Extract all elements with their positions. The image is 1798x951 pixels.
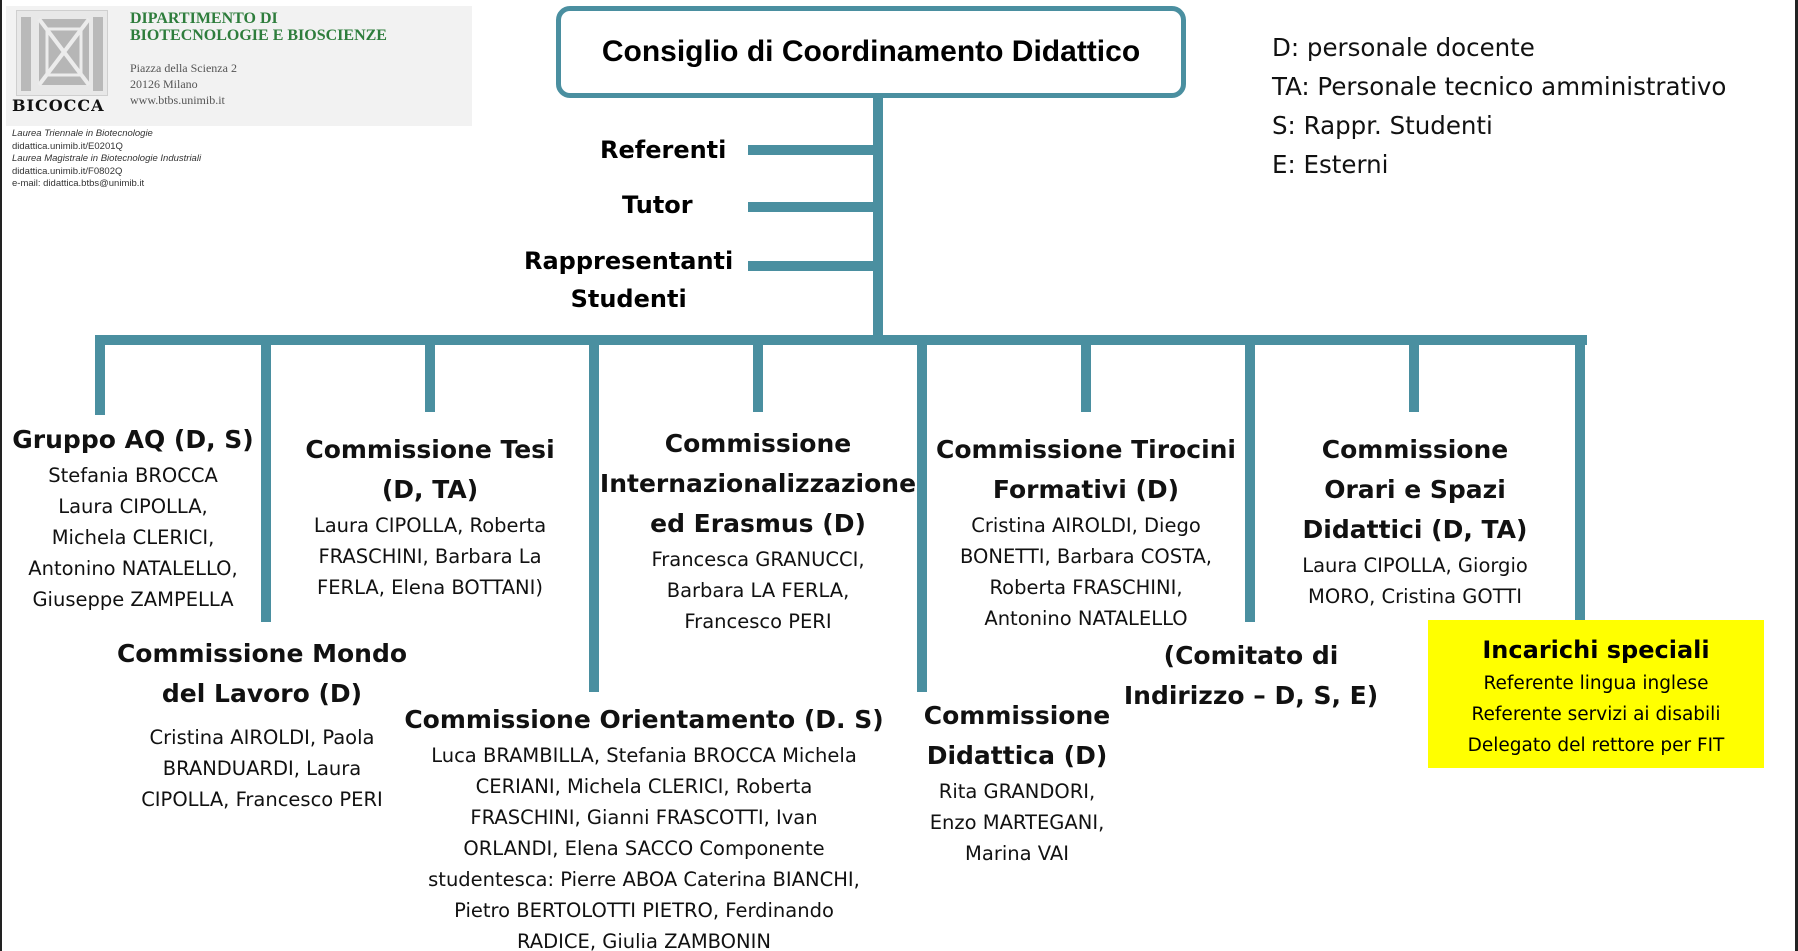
seal-left-band [21, 17, 31, 91]
node-members: Rita GRANDORI, Enzo MARTEGANI, Marina VA… [929, 780, 1105, 865]
seal-right-band [93, 17, 103, 91]
node-members: Laura CIPOLLA, Giorgio MORO, Cristina GO… [1302, 554, 1528, 608]
node-members: Stefania BROCCA Laura CIPOLLA, Michela C… [28, 464, 238, 611]
node-members: Cristina AIROLDI, Paola BRANDUARDI, Laur… [141, 726, 383, 811]
node-members: Laura CIPOLLA, Roberta FRASCHINI, Barbar… [313, 514, 547, 599]
legend-entry: E: Esterni [1272, 150, 1389, 179]
node-members: Luca BRAMBILLA, Stefania BROCCA Michela … [428, 744, 860, 951]
special-items: Referente lingua inglese Referente servi… [1467, 673, 1725, 756]
university-seal-logo [16, 10, 108, 96]
node-commissione-tirocini: Commissione Tirocini Formativi (D) Crist… [916, 430, 1256, 634]
root-council-box: Consiglio di Coordinamento Didattico [556, 6, 1186, 98]
side-referenti: Referenti [600, 136, 727, 164]
seal-emblem-icon [37, 17, 91, 87]
node-gruppo-aq: Gruppo AQ (D, S) Stefania BROCCA Laura C… [2, 420, 264, 615]
node-members: Francesca GRANUCCI, Barbara LA FERLA, Fr… [651, 548, 865, 633]
node-commissione-orari-spazi: Commissione Orari e Spazi Didattici (D, … [1270, 430, 1560, 612]
node-commissione-mondo-lavoro: Commissione Mondo del Lavoro (D) Cristin… [100, 634, 424, 815]
node-members: Cristina AIROLDI, Diego BONETTI, Barbara… [959, 514, 1213, 630]
incarichi-speciali-box: Incarichi speciali Referente lingua ingl… [1428, 620, 1764, 768]
node-comitato-indirizzo: (Comitato di Indirizzo – D, S, E) [1123, 641, 1379, 710]
legend: D: personale docente TA: Personale tecni… [1272, 28, 1726, 184]
legend-entry: D: personale docente [1272, 33, 1535, 62]
node-commissione-didattica: Commissione Didattica (D) Rita GRANDORI,… [912, 696, 1122, 869]
university-name: BICOCCA [12, 96, 105, 115]
legend-entry: S: Rappr. Studenti [1272, 111, 1493, 140]
department-name: DIPARTIMENTO DI BIOTECNOLOGIE E BIOSCIEN… [130, 10, 387, 44]
node-commissione-internazionalizzazione: Commissione Internazionalizzazione ed Er… [596, 424, 920, 637]
legend-entry: TA: Personale tecnico amministrativo [1272, 72, 1727, 101]
side-tutor: Tutor [622, 191, 693, 219]
department-address: Piazza della Scienza 2 20126 Milano www.… [130, 61, 237, 107]
root-label: Consiglio di Coordinamento Didattico [601, 35, 1141, 68]
course-info: Laurea Triennale in Biotecnologie didatt… [12, 128, 202, 189]
node-commissione-tesi: Commissione Tesi (D, TA) Laura CIPOLLA, … [282, 430, 578, 603]
node-commissione-orientamento: Commissione Orientamento (D. S) Luca BRA… [398, 700, 890, 951]
side-rappresentanti: Rappresentanti Studenti [524, 247, 734, 313]
